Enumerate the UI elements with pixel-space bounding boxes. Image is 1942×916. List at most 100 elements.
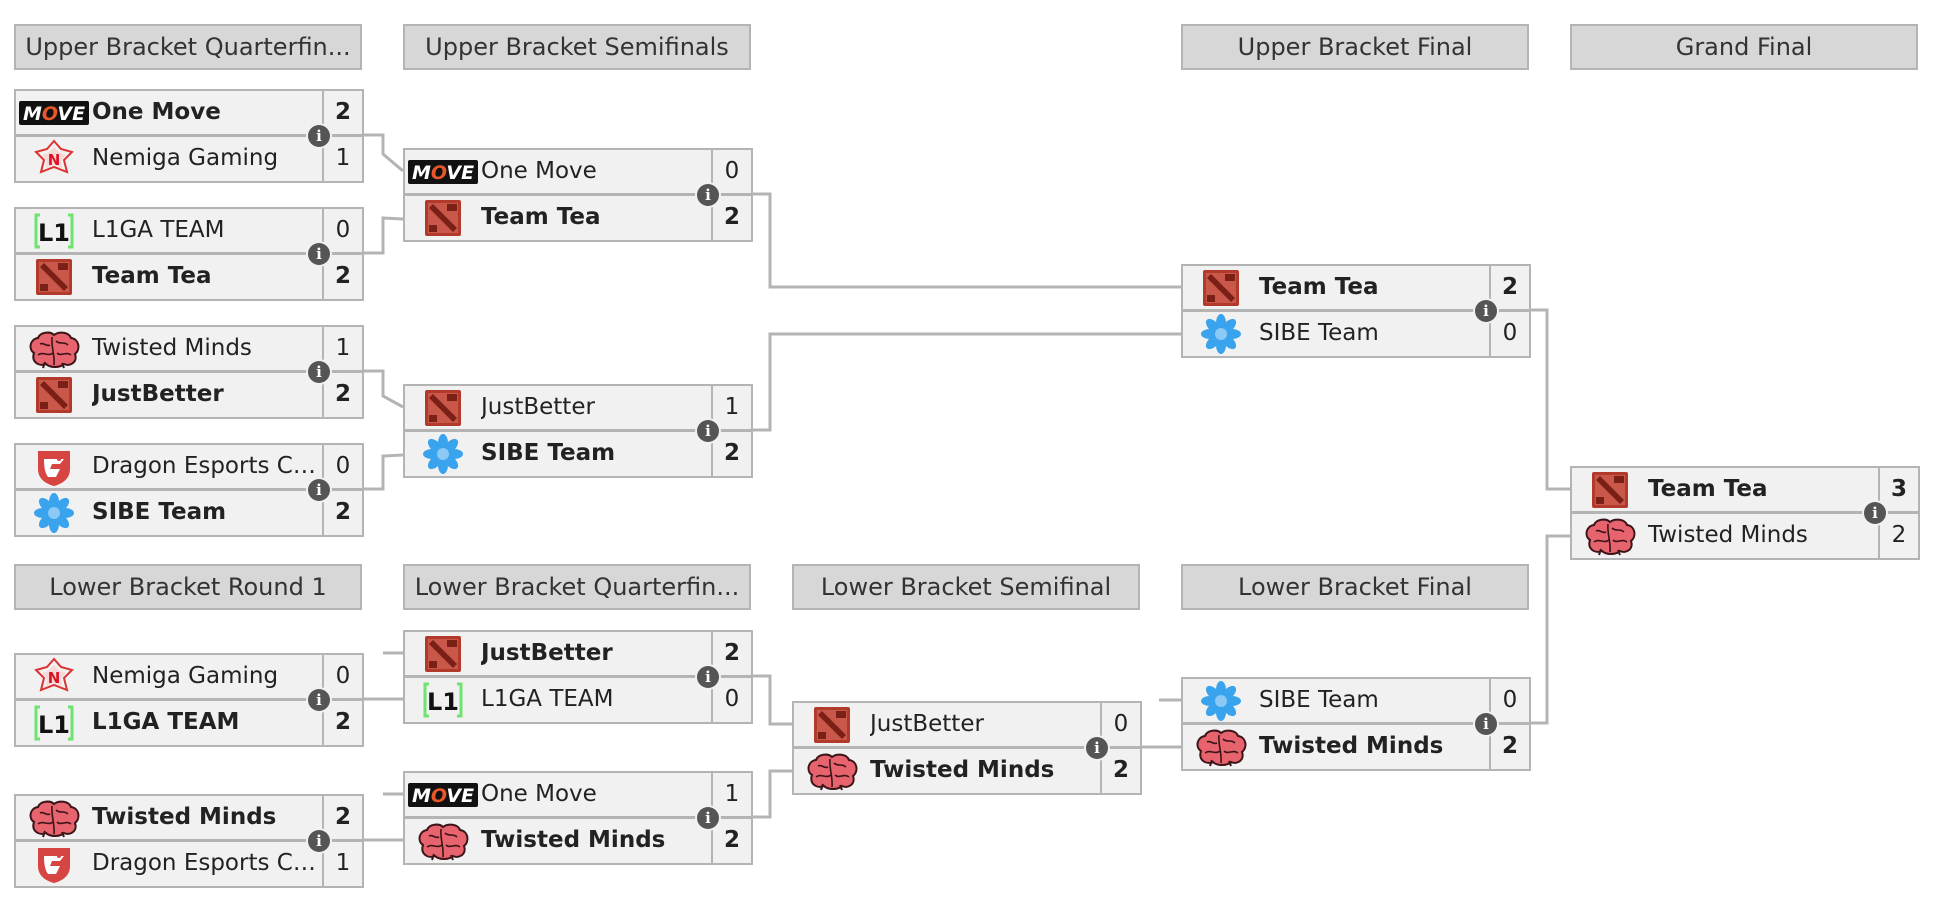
- team-name[interactable]: One Move: [92, 99, 221, 125]
- nemiga-gaming-logo-icon: N: [16, 137, 92, 181]
- match-info-icon[interactable]: i: [697, 807, 719, 829]
- team-row[interactable]: JustBetter 2: [14, 372, 364, 419]
- match-info-icon[interactable]: i: [308, 361, 330, 383]
- dota-default-logo-icon: [1183, 266, 1259, 309]
- team-name[interactable]: Twisted Minds: [1259, 733, 1444, 759]
- team-row[interactable]: Twisted Minds 1: [14, 325, 364, 372]
- match-info-icon[interactable]: i: [1475, 300, 1497, 322]
- team-name[interactable]: Nemiga Gaming: [92, 663, 279, 689]
- team-score: 2: [1878, 514, 1918, 558]
- team-name[interactable]: SIBE Team: [481, 440, 616, 466]
- team-row[interactable]: L1 L1GA TEAM 0: [403, 677, 753, 724]
- l1ga-team-logo-icon: L1: [16, 701, 92, 745]
- match-info-icon[interactable]: i: [697, 666, 719, 688]
- team-row[interactable]: Team Tea 2: [1181, 264, 1531, 311]
- team-row[interactable]: Twisted Minds 2: [1570, 513, 1920, 560]
- team-name[interactable]: One Move: [481, 781, 597, 807]
- match-info-icon[interactable]: i: [308, 689, 330, 711]
- team-name[interactable]: SIBE Team: [1259, 687, 1379, 713]
- match-info-icon[interactable]: i: [308, 125, 330, 147]
- team-name[interactable]: L1GA TEAM: [92, 217, 225, 243]
- team-name[interactable]: Team Tea: [481, 204, 601, 230]
- team-score: 2: [322, 373, 362, 417]
- team-name[interactable]: Dragon Esports Cl...: [92, 453, 322, 479]
- team-name[interactable]: L1GA TEAM: [92, 709, 240, 735]
- team-name[interactable]: JustBetter: [481, 640, 613, 666]
- team-score: 0: [711, 678, 751, 722]
- one-move-logo-icon: MOVE: [405, 150, 481, 193]
- team-name[interactable]: Twisted Minds: [92, 804, 277, 830]
- team-score: 1: [711, 773, 751, 816]
- team-name[interactable]: Twisted Minds: [1648, 522, 1808, 548]
- match-info-icon[interactable]: i: [1475, 713, 1497, 735]
- team-name[interactable]: Team Tea: [1648, 476, 1768, 502]
- header-upper-quarterfinals: Upper Bracket Quarterfin...: [14, 24, 362, 70]
- team-name[interactable]: L1GA TEAM: [481, 686, 614, 712]
- team-score: 2: [711, 432, 751, 476]
- team-name[interactable]: SIBE Team: [92, 499, 227, 525]
- match-info-icon[interactable]: i: [308, 243, 330, 265]
- team-score: 2: [1489, 266, 1529, 309]
- dota-default-logo-icon: [794, 703, 870, 746]
- team-name[interactable]: JustBetter: [481, 394, 595, 420]
- team-row[interactable]: Dragon Esports Cl...1: [14, 841, 364, 888]
- connector-ubsf2-ubf: [753, 332, 1181, 432]
- svg-text:L1: L1: [427, 688, 459, 716]
- l1ga-team-logo-icon: L1: [405, 678, 481, 722]
- match-info-icon[interactable]: i: [308, 479, 330, 501]
- connector-lbqf1-lbsf: [753, 674, 792, 726]
- team-name[interactable]: SIBE Team: [1259, 320, 1379, 346]
- team-name[interactable]: Twisted Minds: [92, 335, 252, 361]
- twisted-minds-logo-icon: [794, 749, 870, 793]
- team-score: 1: [322, 327, 362, 370]
- team-name[interactable]: Nemiga Gaming: [92, 145, 279, 171]
- team-name[interactable]: JustBetter: [870, 711, 984, 737]
- team-name[interactable]: Twisted Minds: [870, 757, 1055, 783]
- match-info-icon[interactable]: i: [1864, 502, 1886, 524]
- twisted-minds-logo-icon: [1183, 725, 1259, 769]
- dota-default-logo-icon: [16, 255, 92, 299]
- team-name[interactable]: JustBetter: [92, 381, 224, 407]
- team-row[interactable]: SIBE Team 2: [403, 431, 753, 478]
- match-info-icon[interactable]: i: [697, 420, 719, 442]
- team-name[interactable]: Team Tea: [1259, 274, 1379, 300]
- team-row[interactable]: Dragon Esports Cl...0: [14, 443, 364, 490]
- match-info-icon[interactable]: i: [308, 830, 330, 852]
- connector-lbqf2-lbsf: [753, 769, 792, 819]
- team-name[interactable]: One Move: [481, 158, 597, 184]
- team-name[interactable]: Dragon Esports Cl...: [92, 850, 322, 876]
- match-info-icon[interactable]: i: [697, 184, 719, 206]
- team-name[interactable]: Twisted Minds: [481, 827, 666, 853]
- connector-ubqf2-ubsf1: [364, 216, 404, 255]
- match-info-icon[interactable]: i: [1086, 737, 1108, 759]
- svg-text:N: N: [48, 669, 61, 687]
- team-name[interactable]: Team Tea: [92, 263, 212, 289]
